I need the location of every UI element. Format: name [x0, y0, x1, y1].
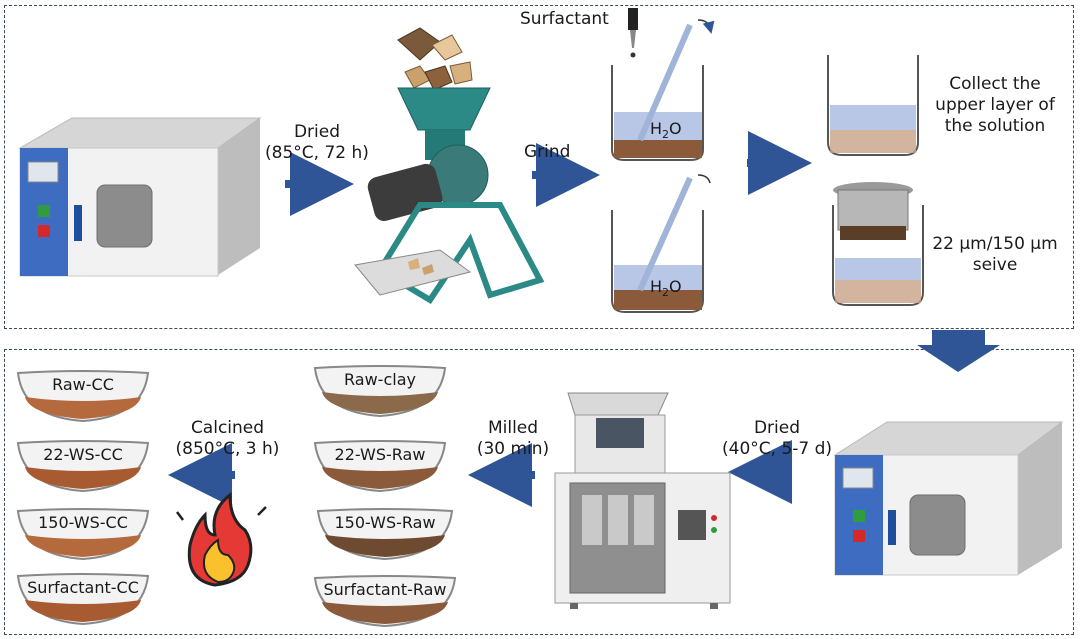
sieve-line1: 22 μm/150 μm	[932, 234, 1058, 254]
raw-sample-label: Raw-clay	[344, 370, 416, 389]
water-2-sub: 2	[662, 286, 670, 300]
milled-step-label: Milled (30 min)	[468, 418, 558, 460]
beaker-water	[611, 174, 711, 313]
collect-line2: upper layer of	[935, 95, 1055, 115]
calcined-line1: Calcined	[190, 418, 265, 438]
water-2-o: O	[669, 277, 682, 296]
sieve-line2: seive	[972, 255, 1018, 275]
arrow-down	[917, 330, 1000, 372]
dried-1-line1: Dried	[293, 122, 341, 142]
beaker-sieve	[832, 182, 924, 306]
water-1-o: O	[669, 119, 682, 138]
ball-mill	[554, 392, 731, 609]
surfactant-label: Surfactant	[520, 9, 609, 29]
calcined-sample-label: 22-WS-CC	[43, 445, 123, 464]
dried-step-2-label: Dried (40°C, 5-7 d)	[722, 418, 832, 460]
grind-step-label: Grind	[524, 142, 571, 162]
top-process-panel	[4, 5, 1074, 329]
sieve-label: 22 μm/150 μm seive	[925, 234, 1065, 276]
raw-bowls	[313, 365, 457, 628]
water-formula-2: H2O	[650, 276, 682, 303]
calcined-line2: (850°C, 3 h)	[175, 439, 280, 459]
milled-line2: (30 min)	[476, 439, 550, 459]
raw-sample-label: Surfactant-Raw	[323, 580, 447, 599]
calcined-sample-label: 150-WS-CC	[38, 513, 128, 532]
dried-2-line1: Dried	[753, 418, 801, 438]
drying-oven-2	[833, 421, 1064, 576]
raw-sample-label: 150-WS-Raw	[334, 513, 436, 532]
calcined-sample-label: Raw-CC	[52, 375, 114, 394]
milled-line1: Milled	[487, 418, 539, 438]
collect-line3: the solution	[944, 116, 1046, 136]
beaker-upper-layer	[827, 55, 919, 156]
fire-icon	[176, 491, 267, 587]
calcined-step-label: Calcined (850°C, 3 h)	[170, 418, 285, 460]
beaker-surfactant	[611, 8, 715, 161]
water-2-h: H	[650, 277, 663, 296]
dried-step-1-label: Dried (85°C, 72 h)	[262, 122, 372, 164]
raw-sample-label: 22-WS-Raw	[334, 445, 426, 464]
water-1-sub: 2	[662, 128, 670, 142]
dried-2-line2: (40°C, 5-7 d)	[722, 439, 833, 459]
water-formula-1: H2O	[650, 118, 682, 145]
grinder-machine	[354, 27, 545, 305]
drying-oven-1	[18, 117, 262, 277]
water-1-h: H	[650, 119, 663, 138]
calcined-sample-label: Surfactant-CC	[27, 578, 139, 597]
collect-line1: Collect the	[949, 74, 1041, 94]
dried-1-line2: (85°C, 72 h)	[265, 143, 369, 163]
collect-upper-layer-label: Collect the upper layer of the solution	[930, 74, 1060, 137]
calcined-bowls	[16, 370, 150, 626]
bottom-process-panel	[4, 349, 1074, 635]
